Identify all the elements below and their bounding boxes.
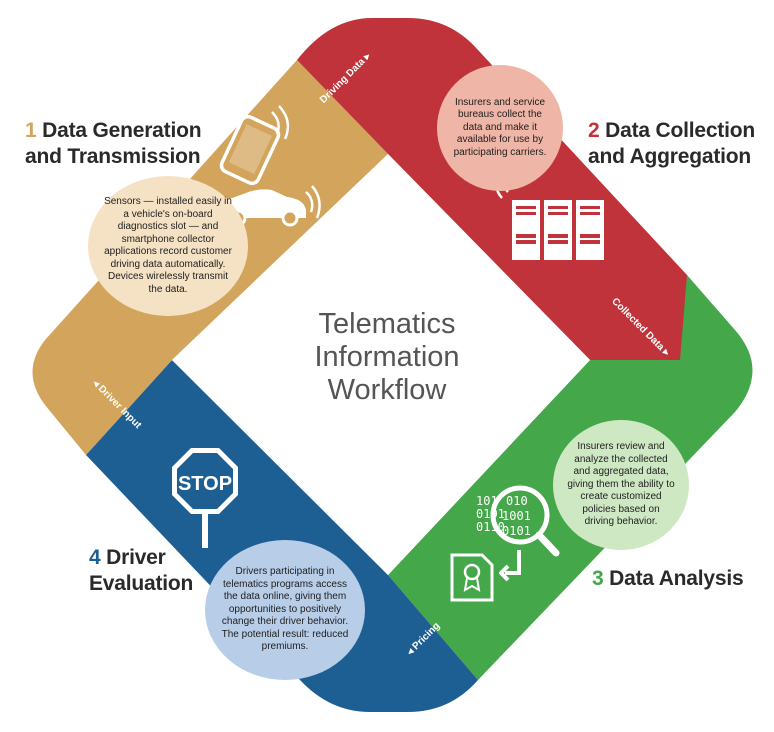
svg-text:0110: 0110 [476,520,505,534]
stage-4-title-line2: Evaluation [89,572,194,595]
stage-4-title-line1: Driver [106,546,166,569]
stage-2-description: Insurers and service bureaus collect the… [453,96,547,158]
stage-4-number: 4 [89,546,101,569]
stage-4-description: Drivers participating in telematics prog… [221,566,349,653]
stage-2-heading: 2 Data Collection and Aggregation [588,118,755,170]
binary-data-icon: 101 0101 0110 010 1001 0101 [476,494,531,538]
stage-1-title-line2: and Transmission [25,145,201,168]
svg-text:010: 010 [506,494,528,508]
stage-3-description-circle: Insurers review and analyze the collecte… [553,420,689,550]
magnifier-icon [490,485,560,557]
center-title: Telematics Information Workflow [287,308,487,407]
stage-2-description-circle: Insurers and service bureaus collect the… [437,65,563,191]
stop-sign-icon: STOP [172,448,238,548]
stage-3-description: Insurers review and analyze the collecte… [567,441,675,528]
segment-driver-evaluation [86,360,478,712]
return-arrow-icon [499,550,521,582]
stage-3-title-line1: Data Analysis [609,567,744,590]
stage-1-number: 1 [25,119,37,142]
wireless-signal-icon [271,105,290,140]
stage-1-description-circle: Sensors — installed easily in a vehicle'… [88,176,248,316]
svg-text:101: 101 [476,494,498,508]
stage-1-heading: 1 Data Generation and Transmission [25,118,202,170]
stage-4-heading: 4 Driver Evaluation [89,545,193,597]
stage-2-number: 2 [588,119,600,142]
stage-2-title-line2: and Aggregation [588,145,752,168]
stage-3-heading: 3 Data Analysis [592,566,744,592]
svg-text:0101: 0101 [502,524,531,538]
stage-4-description-circle: Drivers participating in telematics prog… [205,540,365,680]
center-title-line3: Workflow [327,374,447,406]
car-signal-icon [305,185,321,219]
center-diamond [172,154,590,575]
stage-1-description: Sensors — installed easily in a vehicle'… [104,196,232,295]
certificate-document-icon [450,553,494,602]
center-title-line1: Telematics [318,308,456,340]
svg-text:1001: 1001 [502,509,531,523]
stop-sign-text: STOP [178,473,232,495]
server-icon [512,200,604,260]
stage-1-title-line1: Data Generation [42,119,202,142]
stage-3-number: 3 [592,567,604,590]
svg-text:0101: 0101 [476,507,505,521]
stage-2-title-line1: Data Collection [605,119,755,142]
smartphone-icon [219,114,281,186]
center-title-line2: Information [314,341,460,373]
